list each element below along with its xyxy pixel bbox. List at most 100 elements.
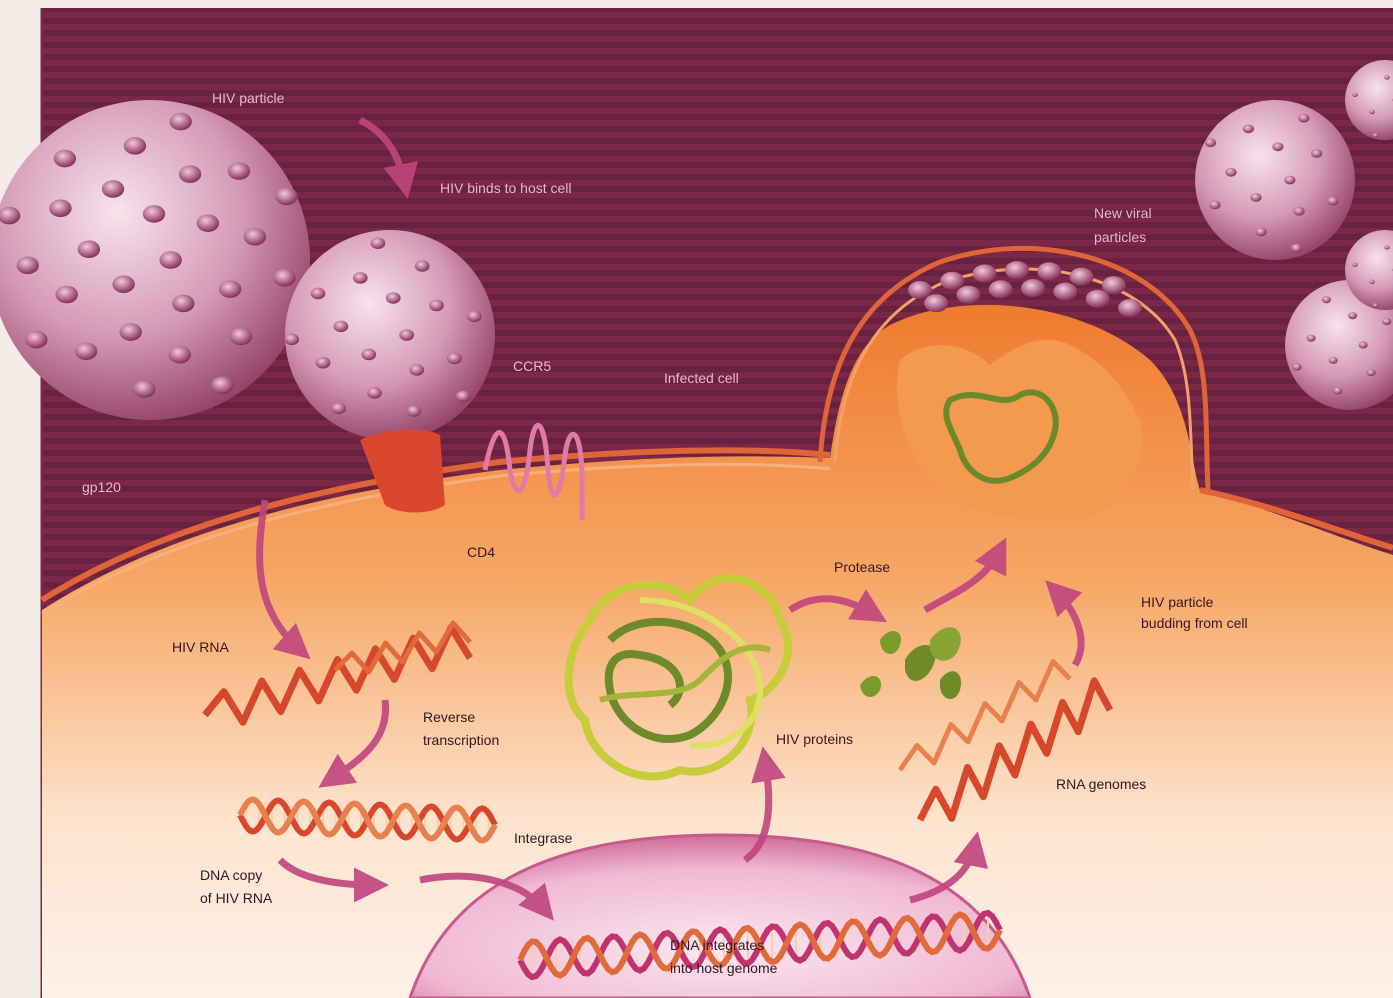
label-protease: Protease — [834, 559, 890, 575]
virus-spike — [49, 199, 71, 217]
virus-spike — [1021, 279, 1045, 297]
virus-spike — [1037, 262, 1061, 280]
label-dna-copy-1: DNA copy — [200, 867, 262, 883]
virus-spike — [1367, 369, 1376, 376]
hiv-particle-large — [0, 100, 310, 420]
label-budding-1: HIV particle — [1141, 594, 1214, 610]
virus-spike — [112, 275, 134, 293]
virus-spike — [197, 214, 219, 232]
virus-spike — [1086, 290, 1110, 308]
virus-spike — [1369, 280, 1375, 284]
virus-spike — [284, 334, 299, 346]
virus-spike — [407, 405, 422, 417]
virus-spike — [78, 240, 100, 258]
virus-spike — [1307, 335, 1316, 342]
virus-spike — [1327, 197, 1338, 206]
virus-spike — [124, 137, 146, 155]
label-new-viral-1: New viral — [1094, 205, 1152, 221]
label-reverse-1: Reverse — [423, 709, 475, 725]
virus-spike — [311, 288, 326, 300]
virus-spike — [924, 294, 948, 312]
virus-spike — [1118, 299, 1142, 317]
label-dna-integrates-1: DNA integrates — [670, 937, 764, 953]
virus-spike — [1369, 110, 1375, 114]
virus-spike — [1005, 261, 1029, 279]
label-integrase: Integrase — [514, 830, 573, 846]
virus-spike — [1272, 142, 1283, 151]
virus-spike — [143, 205, 165, 223]
virus-spike — [1243, 124, 1254, 133]
virus-spike — [353, 272, 368, 284]
virus-spike — [1322, 296, 1331, 303]
virus-spike — [1359, 341, 1368, 348]
virus-spike — [1255, 228, 1266, 237]
virus-spike — [1205, 138, 1216, 147]
virus-spike — [940, 272, 964, 290]
new-viral-particle-1 — [1195, 100, 1355, 260]
virus-spike — [1250, 193, 1261, 202]
virus-spike — [1329, 357, 1338, 364]
virus-spike — [467, 311, 482, 323]
virus-spike — [159, 251, 181, 269]
label-hiv-binds: HIV binds to host cell — [440, 180, 572, 196]
label-hiv-proteins: HIV proteins — [776, 731, 853, 747]
virus-spike — [169, 113, 191, 131]
virus-spike — [17, 257, 39, 275]
virus-spike — [219, 280, 241, 298]
label-new-viral-2: particles — [1094, 229, 1146, 245]
virus-spike — [456, 391, 471, 403]
virus-spike — [25, 331, 47, 349]
virus-spike — [172, 295, 194, 313]
virus-spike — [1333, 387, 1342, 394]
virus-spike — [989, 280, 1013, 298]
virus-spike — [75, 342, 97, 360]
virus-spike — [1311, 149, 1322, 158]
virus-spike — [973, 265, 997, 283]
virus-spike — [119, 323, 141, 341]
label-dna-integrates-2: into host genome — [670, 960, 778, 976]
virus-spike — [361, 349, 376, 361]
virus-spike — [1373, 303, 1379, 307]
virus-spike — [1352, 93, 1358, 97]
virus-spike — [1102, 276, 1126, 294]
virus-spike — [908, 281, 932, 299]
virus-spike — [54, 150, 76, 168]
label-hiv-particle: HIV particle — [212, 90, 285, 106]
virus-spike — [1292, 363, 1301, 370]
virus-spike — [1373, 133, 1379, 137]
virus-spike — [1352, 263, 1358, 267]
virus-spike — [273, 269, 295, 287]
virus-spike — [447, 353, 462, 365]
virus-spike — [1070, 268, 1094, 286]
virus-spike — [1291, 244, 1302, 253]
virus-spike — [244, 228, 266, 246]
virus-spike — [230, 328, 252, 346]
virus-spike — [275, 188, 297, 206]
label-rna-genomes: RNA genomes — [1056, 776, 1146, 792]
label-hiv-rna: HIV RNA — [172, 639, 229, 655]
virus-spike — [316, 357, 331, 369]
virus-spike — [1384, 245, 1390, 249]
virus-spike — [211, 377, 233, 395]
virus-spike — [415, 260, 430, 272]
label-cd4: CD4 — [467, 544, 495, 560]
virus-spike — [409, 364, 424, 376]
virus-spike — [1298, 114, 1309, 123]
virus-spike — [1384, 75, 1390, 79]
virus-spike — [956, 286, 980, 304]
virus-spike — [399, 329, 414, 341]
virus-spike — [1053, 283, 1077, 301]
virus-spike — [228, 162, 250, 180]
virus-spike — [386, 292, 401, 304]
label-gp120: gp120 — [82, 479, 121, 495]
virus-spike — [371, 237, 386, 249]
virus-spike — [169, 346, 191, 364]
virus-spike — [102, 180, 124, 198]
virus-spike — [334, 321, 349, 333]
label-reverse-2: transcription — [423, 732, 499, 748]
virus-spike — [1348, 312, 1357, 319]
virus-spike — [367, 387, 382, 399]
virus-spike — [429, 300, 444, 312]
label-infected-cell: Infected cell — [664, 370, 739, 386]
